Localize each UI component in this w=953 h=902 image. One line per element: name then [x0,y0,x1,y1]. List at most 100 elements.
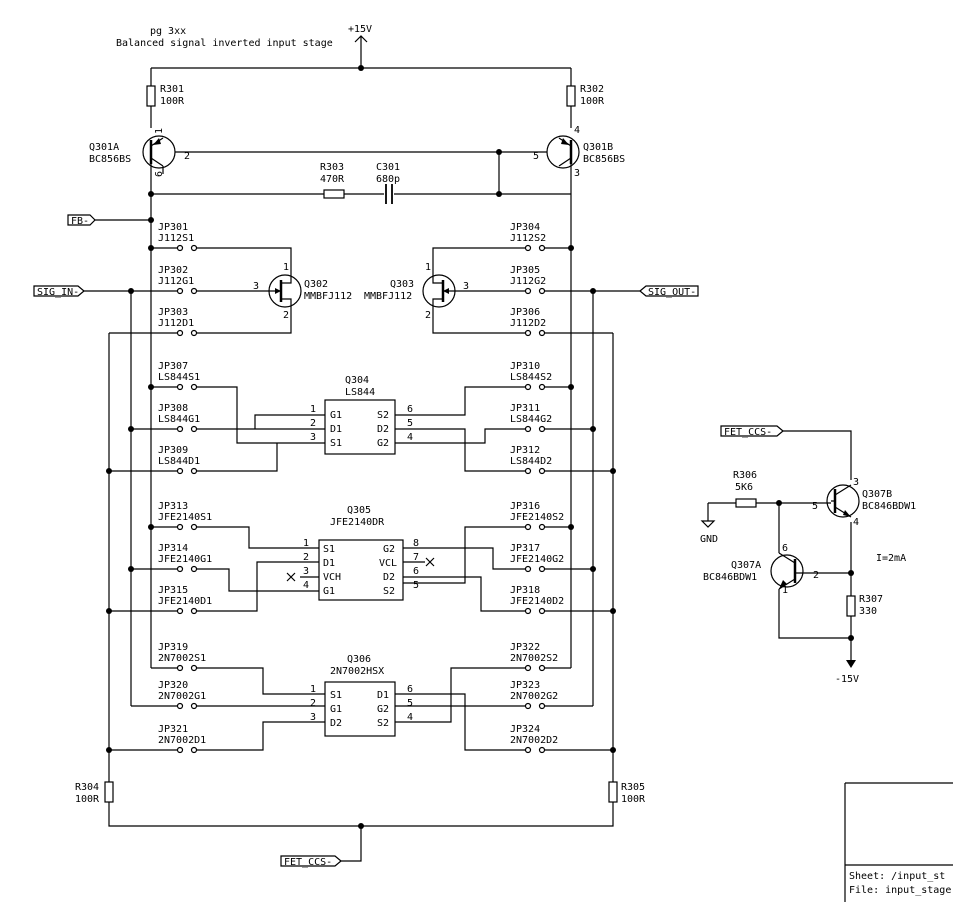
gnd-label: GND [700,534,718,545]
q304-pin-name: G2 [377,438,389,449]
q304-pin-num: 3 [310,432,316,443]
junction [590,288,596,294]
q306-wires [197,667,525,751]
jumper-pad [538,523,546,531]
jumper-pad [176,664,184,672]
jp312-value: LS844D2 [510,456,552,467]
transistor-q301a: Q301A BC856BS 1 2 6 [89,128,190,177]
q307b-ref: Q307B [862,489,892,500]
jp311-ref: JP311 [510,403,540,414]
jumper-pad [190,287,198,295]
junction [128,288,134,294]
q307a-pin: 6 [782,543,788,554]
q306-pin-name: D2 [330,718,342,729]
q302-value: MMBFJ112 [304,291,352,302]
jp323-value: 2N7002G2 [510,691,558,702]
resistor-r306: R306 5K6 [733,470,757,508]
source-bus-wires [150,322,572,668]
jp313-value: JFE2140S1 [158,512,212,523]
jumper-pad [176,565,184,573]
q301a-pin: 6 [154,171,165,177]
r303-ref: R303 [320,162,344,173]
fb-net-label: FB- [67,214,96,227]
jp307-value: LS844S1 [158,372,200,383]
r304-value: 100R [75,794,100,805]
q303-ref: Q303 [390,279,414,290]
q305-pin-num: 1 [303,538,309,549]
jp316-value: JFE2140S2 [510,512,564,523]
jp301-value: J112S1 [158,233,194,244]
jumper-pad [524,244,532,252]
q305-pin-name: VCH [323,572,341,583]
ic-q304: Q304 LS844 G1 D1 S1 S2 D2 G2 1 2 3 6 5 4 [310,375,413,455]
gnd-symbol: GND [700,520,718,545]
junction [496,191,502,197]
jumper-pad [538,746,546,754]
jumper-pad [538,425,546,433]
junction [358,65,364,71]
jumper-pad [538,244,546,252]
ccs-bottom-wire [108,802,614,862]
jumper-pad [524,523,532,531]
jp316-ref: JP316 [510,501,540,512]
jumper-pad [524,664,532,672]
jumper-pad [176,702,184,710]
q302-ref: Q302 [304,279,328,290]
q307a-ref: Q307A [731,560,761,571]
jp301-ref: JP301 [158,222,188,233]
jp306-ref: JP306 [510,307,540,318]
jp319-ref: JP319 [158,642,188,653]
q301b-pin: 5 [533,151,539,162]
jumper-pad [524,607,532,615]
q304-pin-name: G1 [330,410,342,421]
q307b-pin: 3 [853,477,859,488]
jp314-value: JFE2140G1 [158,554,212,565]
r302-value: 100R [580,96,605,107]
q304-pin-num: 6 [407,404,413,415]
q304-pin-num: 5 [407,418,413,429]
q307b-pin: 4 [853,517,859,528]
jumper-pad [538,607,546,615]
jp324-value: 2N7002D2 [510,735,558,746]
junction [848,635,854,641]
jumper-pad [538,329,546,337]
jumper-pad [524,287,532,295]
jumper-pad [190,565,198,573]
jp322-ref: JP322 [510,642,540,653]
jumper-pad [538,565,546,573]
jumper-pad [190,467,198,475]
junction [496,149,502,155]
jp317-ref: JP317 [510,543,540,554]
q304-pin-name: S2 [377,410,389,421]
jp305-ref: JP305 [510,265,540,276]
jp304-ref: JP304 [510,222,540,233]
jumper-pad [176,244,184,252]
transistor-q307a: Q307A BC846BDW1 6 2 1 [703,543,819,596]
junction [358,823,364,829]
q305-pin-name: S1 [323,544,335,555]
jumper-pad [190,746,198,754]
q304-pin-num: 1 [310,404,316,415]
jumper-pad [524,329,532,337]
fet-ccs-top-text: FET_CCS- [724,427,772,438]
jumper-pad [524,383,532,391]
jumper-pad [538,287,546,295]
r305-value: 100R [621,794,646,805]
q301b-pin: 3 [574,168,580,179]
no-connect-marker [286,557,435,582]
current-note: I=2mA [876,553,906,564]
q305-pin-name: D1 [323,558,335,569]
q302-pin: 3 [253,281,259,292]
q305-pin-name: VCL [379,558,397,569]
